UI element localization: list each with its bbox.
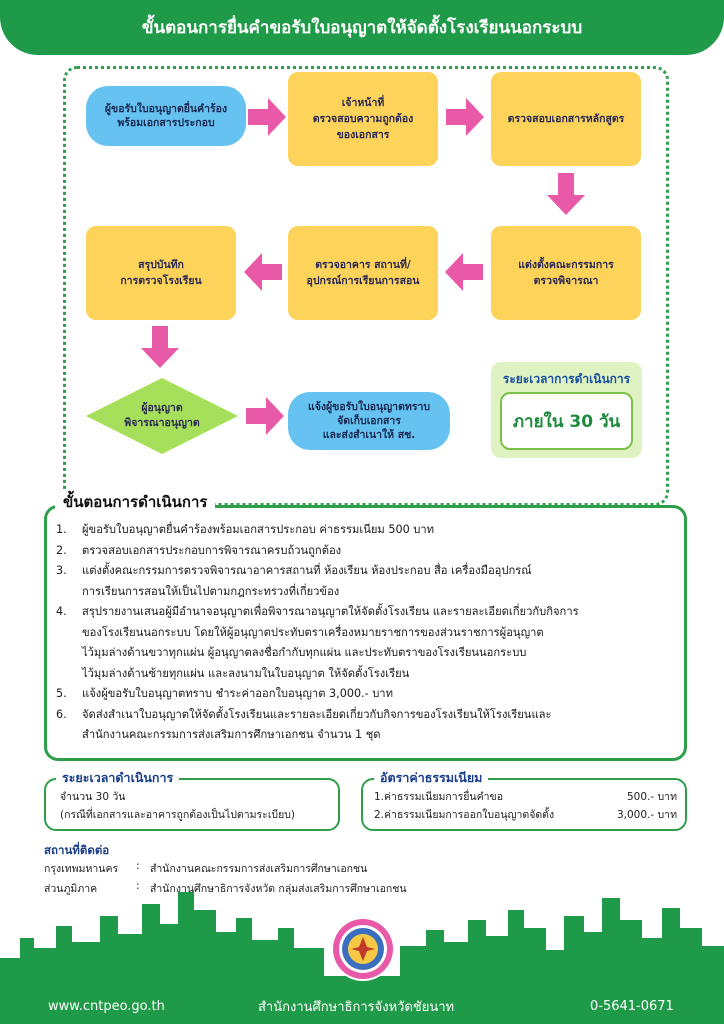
step-text: สรุปรายงานเสนอผู้มีอำนาจอนุญาตเพื่อพิจาร… [82, 605, 579, 618]
arrow-down-icon [547, 173, 585, 215]
fee-row: 1.ค่าธรรมเนียมการยื่นคำขอ 500.- บาท [374, 788, 677, 806]
step-number [56, 582, 70, 603]
duration-highlight-value: ภายใน 30 วัน [500, 392, 633, 450]
duration-section-title: ระยะเวลาดำเนินการ [56, 768, 180, 788]
diamond-shape [86, 378, 238, 454]
fee-row: 2.ค่าธรรมเนียมการออกใบอนุญาตจัดตั้ง 3,00… [374, 806, 677, 824]
footer-office: สำนักงานศึกษาธิการจังหวัดชัยนาท [258, 999, 455, 1015]
duration-highlight-title: ระยะเวลาการดำเนินการ [502, 372, 631, 386]
step-number [56, 643, 70, 664]
flow-step-apply: ผู้ขอรับใบอนุญาตยื่นคำร้อง พร้อมเอกสารปร… [86, 86, 246, 146]
fee-amount: 500.- บาท [627, 791, 677, 803]
step-text: จัดส่งสำเนาใบอนุญาตให้จัดตั้งโรงเรียนและ… [82, 707, 552, 721]
duration-days: จำนวน 30 วัน [60, 791, 126, 803]
flowchart-frame [63, 66, 669, 506]
step-line: ของโรงเรียนนอกระบบ โดยให้ผู้อนุญาตประทับ… [56, 623, 681, 644]
step-line: ไว้มุมล่างด้านขวาทุกแผ่น ผู้อนุญาตลงชื่อ… [56, 643, 681, 664]
steps-title: ขั้นตอนการดำเนินการ [55, 490, 216, 514]
contact-office: สำนักงานศึกษาธิการจังหวัด กลุ่มส่งเสริมก… [150, 883, 407, 895]
flow-step-building: ตรวจอาคาร สถานที่/ อุปกรณ์การเรียนการสอน [288, 226, 438, 320]
step-text: ตรวจสอบเอกสารประกอบการพิจารณาครบถ้วนถูกต… [82, 543, 342, 557]
step-number [56, 623, 70, 644]
step-number: 6. [56, 707, 67, 721]
ministry-seal-logo [331, 917, 395, 981]
step-number: 1. [56, 523, 67, 536]
fee-label: 2.ค่าธรรมเนียมการออกใบอนุญาตจัดตั้ง [374, 809, 555, 821]
step-line: 3. แต่งตั้งคณะกรรมการตรวจพิจารณาอาคารสถาน… [56, 561, 681, 582]
city-skyline-illustration [0, 892, 724, 988]
flow-step-officer-check: เจ้าหน้าที่ ตรวจสอบความถูกต้อง ของเอกสาร [288, 72, 438, 166]
fees-list: 1.ค่าธรรมเนียมการยื่นคำขอ 500.- บาท 2.ค่… [374, 788, 677, 824]
step-line: 2. ตรวจสอบเอกสารประกอบการพิจารณาครบถ้วนถู… [56, 541, 681, 562]
contact-office: สำนักงานคณะกรรมการส่งเสริมการศึกษาเอกชน [150, 863, 368, 875]
arrow-right-icon [446, 98, 484, 136]
flow-step-curriculum: ตรวจสอบเอกสารหลักสูตร [491, 72, 641, 166]
arrow-down-icon [141, 326, 179, 368]
footer-bar: www.cntpeo.go.th สำนักงานศึกษาธิการจังหว… [0, 988, 724, 1024]
steps-list: 1. ผู้ขอรับใบอนุญาตยื่นคำร้องพร้อมเอกสารป… [56, 520, 681, 746]
step-number: 2. [56, 543, 67, 557]
step-text: แต่งตั้งคณะกรรมการตรวจพิจารณาอาคารสถานที… [82, 564, 532, 577]
header-banner: ขั้นตอนการยื่นคำขอรับใบอนุญาตให้จัดตั้งโ… [0, 0, 724, 55]
duration-section [44, 778, 340, 831]
contact-title: สถานที่ติดต่อ [44, 843, 110, 857]
step-text: การเรียนการสอนให้เป็นไปตามกฎกระทรวงที่เก… [82, 584, 340, 598]
contact-separator: : [136, 860, 140, 872]
contact-area: กรุงเทพมหานคร [44, 863, 119, 875]
flow-step-committee: แต่งตั้งคณะกรรมการ ตรวจพิจารณา [491, 226, 641, 320]
footer-website: www.cntpeo.go.th [48, 998, 165, 1014]
step-line: การเรียนการสอนให้เป็นไปตามกฎกระทรวงที่เก… [56, 582, 681, 603]
contact-row-bangkok: กรุงเทพมหานคร : สำนักงานคณะกรรมการส่งเสร… [44, 860, 367, 877]
arrow-left-icon [244, 253, 282, 291]
fees-section-title: อัตราค่าธรรมเนียม [374, 768, 489, 788]
step-text: ผู้ขอรับใบอนุญาตยื่นคำร้องพร้อมเอกสารประ… [82, 523, 434, 536]
flow-step-approver-label: ผู้อนุญาต พิจารณาอนุญาต [124, 402, 200, 429]
step-number [56, 664, 70, 685]
step-number [56, 725, 70, 746]
step-line: 5. แจ้งผู้ขอรับใบอนุญาตทราบ ชำระค่าออกใบอ… [56, 684, 681, 705]
step-text: ไว้มุมล่างด้านซ้ายทุกแผ่น และลงนามในใบอน… [82, 666, 410, 680]
fees-section [361, 778, 687, 831]
contact-separator: : [136, 880, 140, 892]
step-number: 5. [56, 687, 67, 700]
step-line: 4. สรุปรายงานเสนอผู้มีอำนาจอนุญาตเพื่อพิจ… [56, 602, 681, 623]
step-text: แจ้งผู้ขอรับใบอนุญาตทราบ ชำระค่าออกใบอนุ… [82, 687, 393, 700]
step-number: 3. [56, 564, 67, 577]
duration-highlight: ระยะเวลาการดำเนินการ ภายใน 30 วัน [491, 362, 642, 458]
arrow-left-icon [445, 253, 483, 291]
duration-section-body: จำนวน 30 วัน (กรณีที่เอกสารและอาคารถูกต้… [60, 788, 335, 824]
step-text: ไว้มุมล่างด้านขวาทุกแผ่น ผู้อนุญาตลงชื่อ… [82, 646, 527, 659]
fee-label: 1.ค่าธรรมเนียมการยื่นคำขอ [374, 791, 504, 803]
step-text: ของโรงเรียนนอกระบบ โดยให้ผู้อนุญาตประทับ… [82, 625, 544, 639]
contact-area: ส่วนภูมิภาค [44, 883, 98, 895]
arrow-right-icon [248, 98, 286, 136]
steps-section [44, 505, 687, 761]
step-number: 4. [56, 605, 67, 618]
step-line: ไว้มุมล่างด้านซ้ายทุกแผ่น และลงนามในใบอน… [56, 664, 681, 685]
contact-row-region: ส่วนภูมิภาค : สำนักงานศึกษาธิการจังหวัด … [44, 880, 407, 897]
step-line: 6. จัดส่งสำเนาใบอนุญาตให้จัดตั้งโรงเรียนแ… [56, 705, 681, 726]
flow-step-approver: ผู้อนุญาต พิจารณาอนุญาต [84, 376, 240, 456]
flow-step-summary: สรุปบันทึก การตรวจโรงเรียน [86, 226, 236, 320]
step-line: สำนักงานคณะกรรมการส่งเสริมการศึกษาเอกชน … [56, 725, 681, 746]
flow-step-notify: แจ้งผู้ขอรับใบอนุญาตทราบ จัดเก็บเอกสาร แ… [288, 392, 450, 450]
footer-phone: 0-5641-0671 [590, 998, 674, 1014]
page-title: ขั้นตอนการยื่นคำขอรับใบอนุญาตให้จัดตั้งโ… [141, 18, 583, 38]
fee-amount: 3,000.- บาท [616, 809, 677, 821]
step-text: สำนักงานคณะกรรมการส่งเสริมการศึกษาเอกชน … [82, 728, 381, 741]
step-line: 1. ผู้ขอรับใบอนุญาตยื่นคำร้องพร้อมเอกสารป… [56, 520, 681, 541]
arrow-right-icon [246, 397, 284, 435]
duration-condition: (กรณีที่เอกสารและอาคารถูกต้องเป็นไปตามระ… [60, 809, 295, 821]
